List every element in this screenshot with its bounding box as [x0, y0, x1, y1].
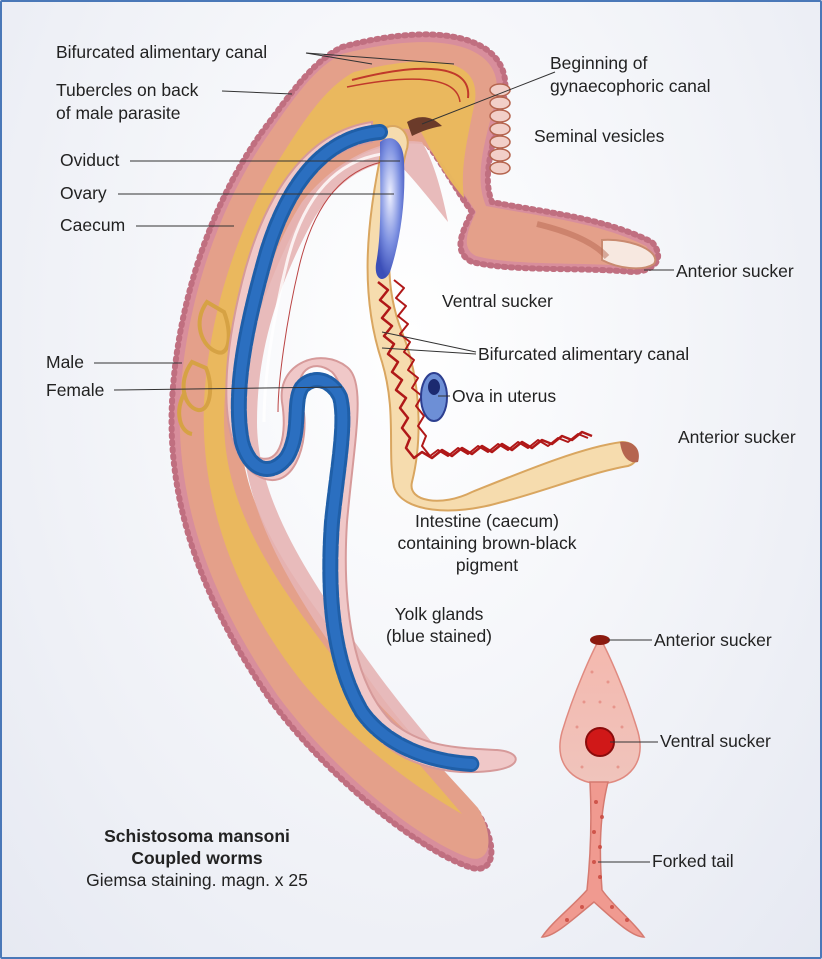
- label-female: Female: [46, 380, 104, 401]
- label-yolk-line2: (blue stained): [364, 626, 514, 647]
- cercaria-tail: [542, 782, 644, 937]
- cercaria: [542, 635, 644, 937]
- label-anterior-sucker-female: Anterior sucker: [678, 427, 796, 448]
- label-intestine-line1: Intestine (caecum): [362, 511, 612, 532]
- label-ventral-sucker-cercaria: Ventral sucker: [660, 731, 771, 752]
- female-body: [368, 126, 638, 510]
- label-caecum: Caecum: [60, 215, 125, 236]
- figure-caption: Schistosoma mansoni Coupled worms Giemsa…: [62, 825, 332, 891]
- label-male: Male: [46, 352, 84, 373]
- ova-in-uterus: [421, 373, 447, 421]
- label-intestine-line2: containing brown-black: [362, 533, 612, 554]
- caption-staining: Giemsa staining. magn. x 25: [62, 869, 332, 891]
- label-seminal-vesicles: Seminal vesicles: [534, 126, 664, 147]
- label-tubercles-line2: of male parasite: [56, 103, 181, 124]
- label-forked-tail: Forked tail: [652, 851, 734, 872]
- caption-subtitle: Coupled worms: [62, 847, 332, 869]
- label-ova-in-uterus: Ova in uterus: [452, 386, 556, 407]
- caption-species: Schistosoma mansoni: [62, 825, 332, 847]
- label-bifurcated-alimentary-canal-top: Bifurcated alimentary canal: [56, 42, 267, 63]
- label-yolk-line1: Yolk glands: [364, 604, 514, 625]
- label-anterior-sucker-cercaria: Anterior sucker: [654, 630, 772, 651]
- label-ventral-sucker-male: Ventral sucker: [442, 291, 553, 312]
- label-beginning-line1: Beginning of: [550, 53, 647, 74]
- label-anterior-sucker-male: Anterior sucker: [676, 261, 794, 282]
- label-oviduct: Oviduct: [60, 150, 119, 171]
- label-intestine-line3: pigment: [362, 555, 612, 576]
- label-bifurcated-alimentary-canal-female: Bifurcated alimentary canal: [478, 344, 689, 365]
- cercaria-ventral-sucker: [586, 728, 614, 756]
- label-beginning-line2: gynaecophoric canal: [550, 76, 711, 97]
- label-tubercles-line1: Tubercles on back: [56, 80, 198, 101]
- label-ovary: Ovary: [60, 183, 107, 204]
- cercaria-head: [560, 638, 640, 784]
